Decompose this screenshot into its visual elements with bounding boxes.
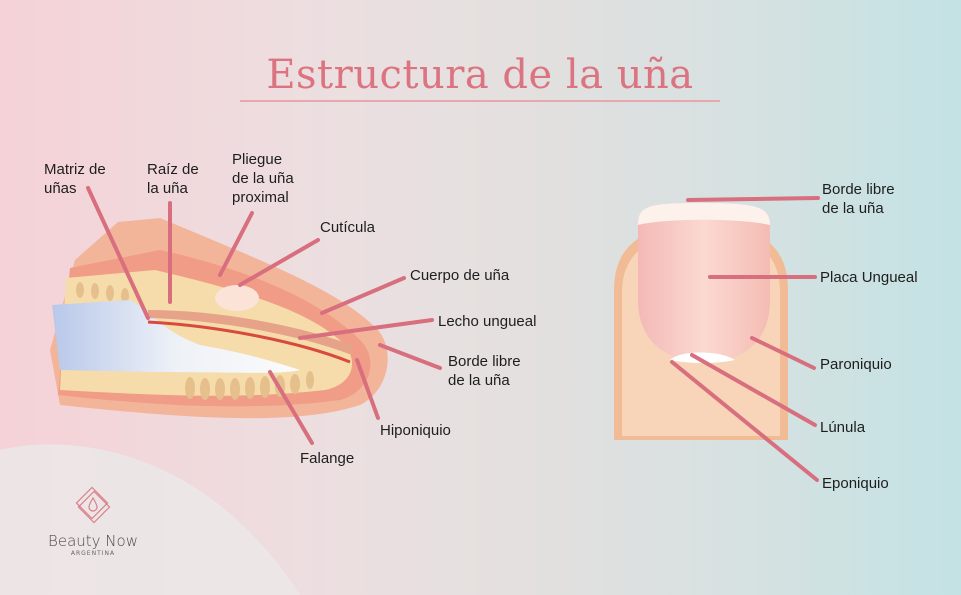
label-line: uñas [44,180,77,197]
label-eponiquio: Eponiquio [822,475,889,492]
label-matriz: Matriz de uñas [44,160,106,198]
brand-logo: Beauty Now ARGENTINA [38,486,148,557]
label-line: Matriz de [44,161,106,178]
diamond-drop-icon [75,486,111,524]
brand-name: Beauty Now [48,532,138,550]
leader-lines [86,186,820,482]
label-line: Raíz de [147,161,199,178]
label-line: proximal [232,189,289,206]
label-line: de la uña [232,170,294,187]
label-line: la uña [147,180,188,197]
label-placa: Placa Ungueal [820,269,918,286]
finger-top-view [614,203,788,440]
label-lunula: Lúnula [820,419,866,436]
label-borde-top: Borde libre de la uña [822,180,895,218]
brand-subtitle: ARGENTINA [70,550,116,557]
label-line: de la uña [448,372,510,389]
label-lecho: Lecho ungueal [438,313,537,330]
finger-side-view [50,218,388,419]
label-line: Borde libre [448,353,521,370]
label-paroniquio: Paroniquio [820,356,892,373]
label-falange: Falange [300,450,355,467]
label-cuticula: Cutícula [320,219,376,236]
label-cuerpo: Cuerpo de uña [410,267,510,284]
label-hiponiquio: Hiponiquio [380,422,451,439]
label-line: de la uña [822,200,884,217]
background-shape [0,444,300,595]
label-borde-side: Borde libre de la uña [448,352,521,390]
label-raiz: Raíz de la uña [147,160,199,198]
label-line: Pliegue [232,151,283,168]
label-pliegue: Pliegue de la uña proximal [232,150,294,207]
page-title: Estructura de la uña [240,52,720,102]
label-line: Borde libre [822,181,895,198]
